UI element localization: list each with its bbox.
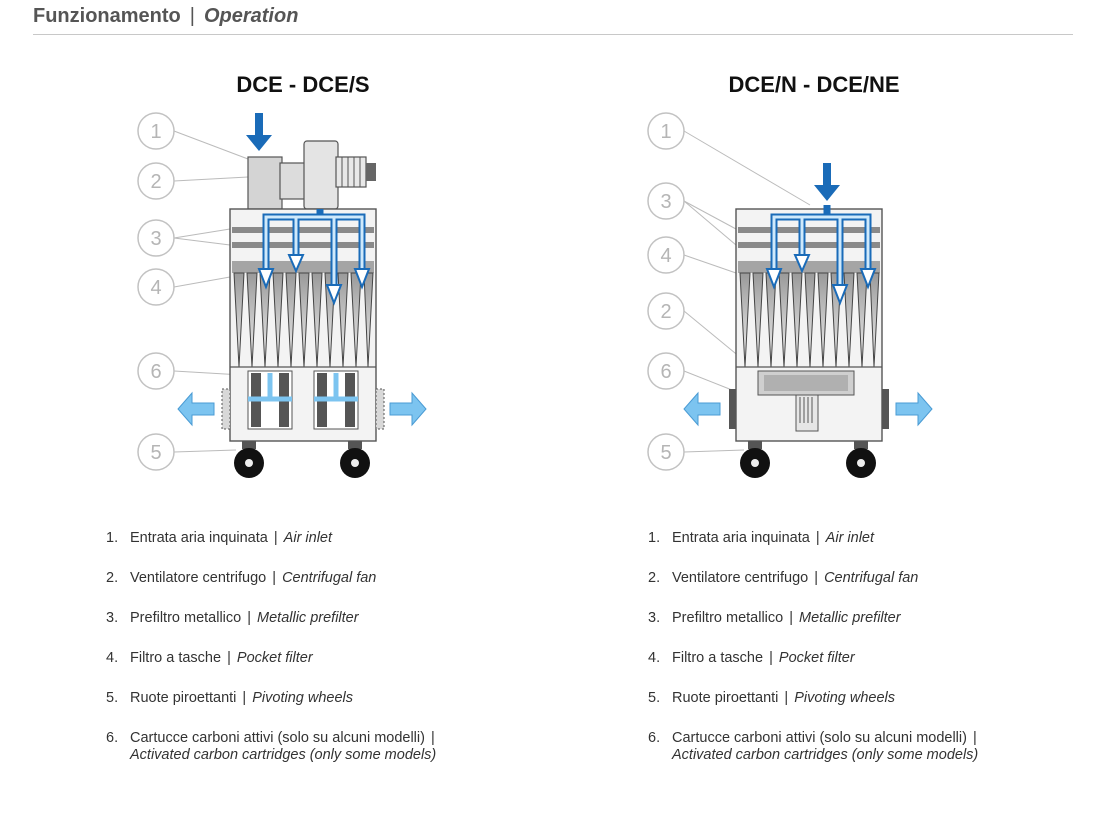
left-leader-lines [173,130,249,453]
left-cartridge-flow [248,373,358,402]
legend-item: 4.Filtro a tasche | Pocket filter [648,650,855,666]
left-legend: 1.Entrata aria inquinata | Air inlet 2.V… [106,530,526,770]
left-callout-5 [137,433,175,471]
legend-item: 5.Ruote piroettanti | Pivoting wheels [648,690,895,706]
left-callout-6 [137,352,175,390]
left-callout-label: 2 [150,171,161,193]
right-outlet-right [882,389,889,429]
right-inlet-arrow [814,163,840,201]
right-wheel-left [740,441,770,478]
header-title-en: Operation [203,5,299,27]
left-prefilter-2 [232,242,374,248]
header-rule [33,34,1073,35]
left-callout-label: 6 [150,361,161,383]
right-callout-label: 3 [660,191,671,213]
right-outlet-left [729,389,736,429]
left-outlet-left [221,388,231,430]
right-wheel-right [846,441,876,478]
right-callout-label: 1 [660,121,671,143]
left-diagram: 1 2 3 4 6 5 [137,112,427,478]
legend-item: 6.Cartucce carboni attivi (solo su alcun… [106,730,435,746]
left-callout-label: 3 [150,228,161,250]
legend-item-continuation: Activated carbon cartridges (only some m… [130,747,437,763]
right-diagram: 1 3 4 2 6 5 [647,112,933,478]
left-wheel-left [234,441,264,478]
left-outlet-arrow-right [389,391,427,427]
right-outlet-arrow-right [895,391,933,427]
right-fan-unit [757,370,855,432]
right-pocket-filter [738,261,880,368]
header-title-it: Funzionamento [33,5,181,27]
right-outlet-arrow-left [683,391,721,427]
right-prefilter-2 [738,242,880,248]
legend-item: 2.Ventilatore centrifugo | Centrifugal f… [648,570,919,586]
right-callout-label: 2 [660,301,671,323]
header-separator: | [189,5,195,27]
left-callout-1 [137,112,175,150]
legend-item: 3.Prefiltro metallico | Metallic prefilt… [648,610,901,626]
right-callout-label: 5 [660,442,671,464]
right-title: DCE/N - DCE/NE [728,72,900,97]
left-outlet-arrow-left [177,391,215,427]
legend-item: 4.Filtro a tasche | Pocket filter [106,650,313,666]
legend-item-continuation: Activated carbon cartridges (only some m… [672,747,979,763]
right-prefilter-1 [738,227,880,233]
right-callout-2 [647,292,685,330]
right-leader-lines [683,130,811,453]
left-prefilter-1 [232,227,374,233]
right-callout-label: 6 [660,361,671,383]
legend-item: 5.Ruote piroettanti | Pivoting wheels [106,690,353,706]
left-callout-label: 1 [150,121,161,143]
legend-item: 2.Ventilatore centrifugo | Centrifugal f… [106,570,377,586]
legend-item: 6.Cartucce carboni attivi (solo su alcun… [648,730,977,746]
legend-item: 3.Prefiltro metallico | Metallic prefilt… [106,610,359,626]
left-callout-label: 4 [150,277,161,299]
legend-item: 1.Entrata aria inquinata | Air inlet [648,530,875,546]
left-outlet-right [375,388,385,430]
right-legend: 1.Entrata aria inquinata | Air inlet 2.V… [648,530,1068,770]
right-callout-label: 4 [660,245,671,267]
page-header: Funzionamento | Operation [33,5,298,28]
left-callout-3 [137,219,175,257]
left-fan-assembly [247,140,376,210]
left-callout-2 [137,162,175,200]
right-callout-6 [647,352,685,390]
legend-item: 1.Entrata aria inquinata | Air inlet [106,530,333,546]
right-callout-1 [647,112,685,150]
right-callout-4 [647,236,685,274]
left-inlet-arrow [246,113,272,151]
left-callout-4 [137,268,175,306]
left-title: DCE - DCE/S [236,72,370,97]
left-callout-label: 5 [150,442,161,464]
right-callout-3 [647,182,685,220]
left-wheel-right [340,441,370,478]
right-callout-5 [647,433,685,471]
